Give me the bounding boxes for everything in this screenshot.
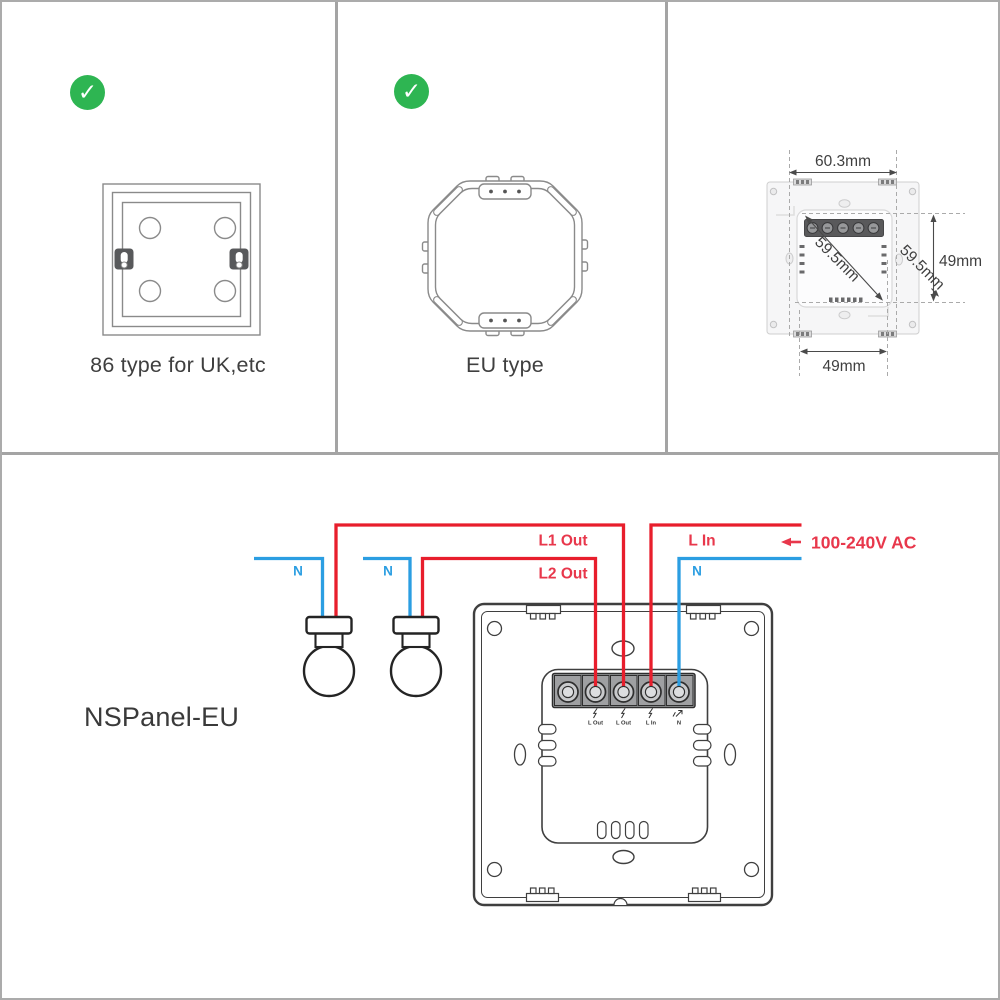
n-label-panel: N xyxy=(692,564,702,579)
supply-arrow-icon xyxy=(781,537,801,547)
uk-wallbox-drawing xyxy=(102,183,261,336)
l1-out-label: L1 Out xyxy=(538,533,587,550)
wire-labels: N N N L1 Out L2 Out L In 100-240V AC xyxy=(293,533,917,583)
lightning-icon xyxy=(648,708,654,719)
neutral-wire-bulb2 xyxy=(363,556,412,619)
l2-out-label: L2 Out xyxy=(538,566,587,583)
terminal-markings: L Out L Out L In N xyxy=(588,708,683,727)
top-row-drawings: 60.3mm 49mm 59.5mm 59.5mm 49mm xyxy=(102,150,982,376)
terminal-label: L Out xyxy=(616,721,631,727)
panel-divider xyxy=(335,2,338,454)
dim-height-right: 49mm xyxy=(939,253,982,270)
light-bulb-1 xyxy=(302,615,356,698)
dim-width-bottom: 49mm xyxy=(822,358,865,375)
panel-divider xyxy=(665,2,668,454)
neutral-wire-bulb1 xyxy=(254,556,325,619)
l2-out-wire xyxy=(420,556,598,690)
eu-ring-drawing xyxy=(421,175,589,337)
check-glyph: ✓ xyxy=(401,78,422,104)
neutral-wire-panel xyxy=(677,556,802,690)
check-glyph: ✓ xyxy=(77,79,98,105)
terminal-label: L In xyxy=(646,721,657,727)
n-label-bulb1: N xyxy=(293,564,303,579)
l1-out-wire xyxy=(334,523,626,690)
dim-width-top: 60.3mm xyxy=(815,153,871,170)
row-divider xyxy=(2,452,998,455)
lightning-icon xyxy=(592,708,598,719)
arrow-icon xyxy=(672,710,683,717)
lightning-icon xyxy=(620,708,626,719)
terminal-screws xyxy=(561,685,686,699)
check-icon: ✓ xyxy=(70,75,105,110)
wires xyxy=(254,523,802,690)
eu-panel-caption: EU type xyxy=(466,353,544,377)
product-label: NSPanel-EU xyxy=(84,702,240,732)
check-icon: ✓ xyxy=(394,74,429,109)
l-in-label: L In xyxy=(688,533,715,550)
terminal-label: L Out xyxy=(588,721,603,727)
switch-rear-drawing xyxy=(472,602,774,907)
uk-panel-caption: 86 type for UK,etc xyxy=(90,353,266,377)
l-in-wire xyxy=(649,523,802,690)
n-label-bulb2: N xyxy=(383,564,393,579)
terminal-label: N xyxy=(677,721,681,727)
supply-label: 100-240V AC xyxy=(811,533,917,553)
light-bulb-2 xyxy=(389,615,443,698)
wiring-diagram: L Out L Out L In N N N N L1 Out L2 Out L… xyxy=(254,523,917,907)
